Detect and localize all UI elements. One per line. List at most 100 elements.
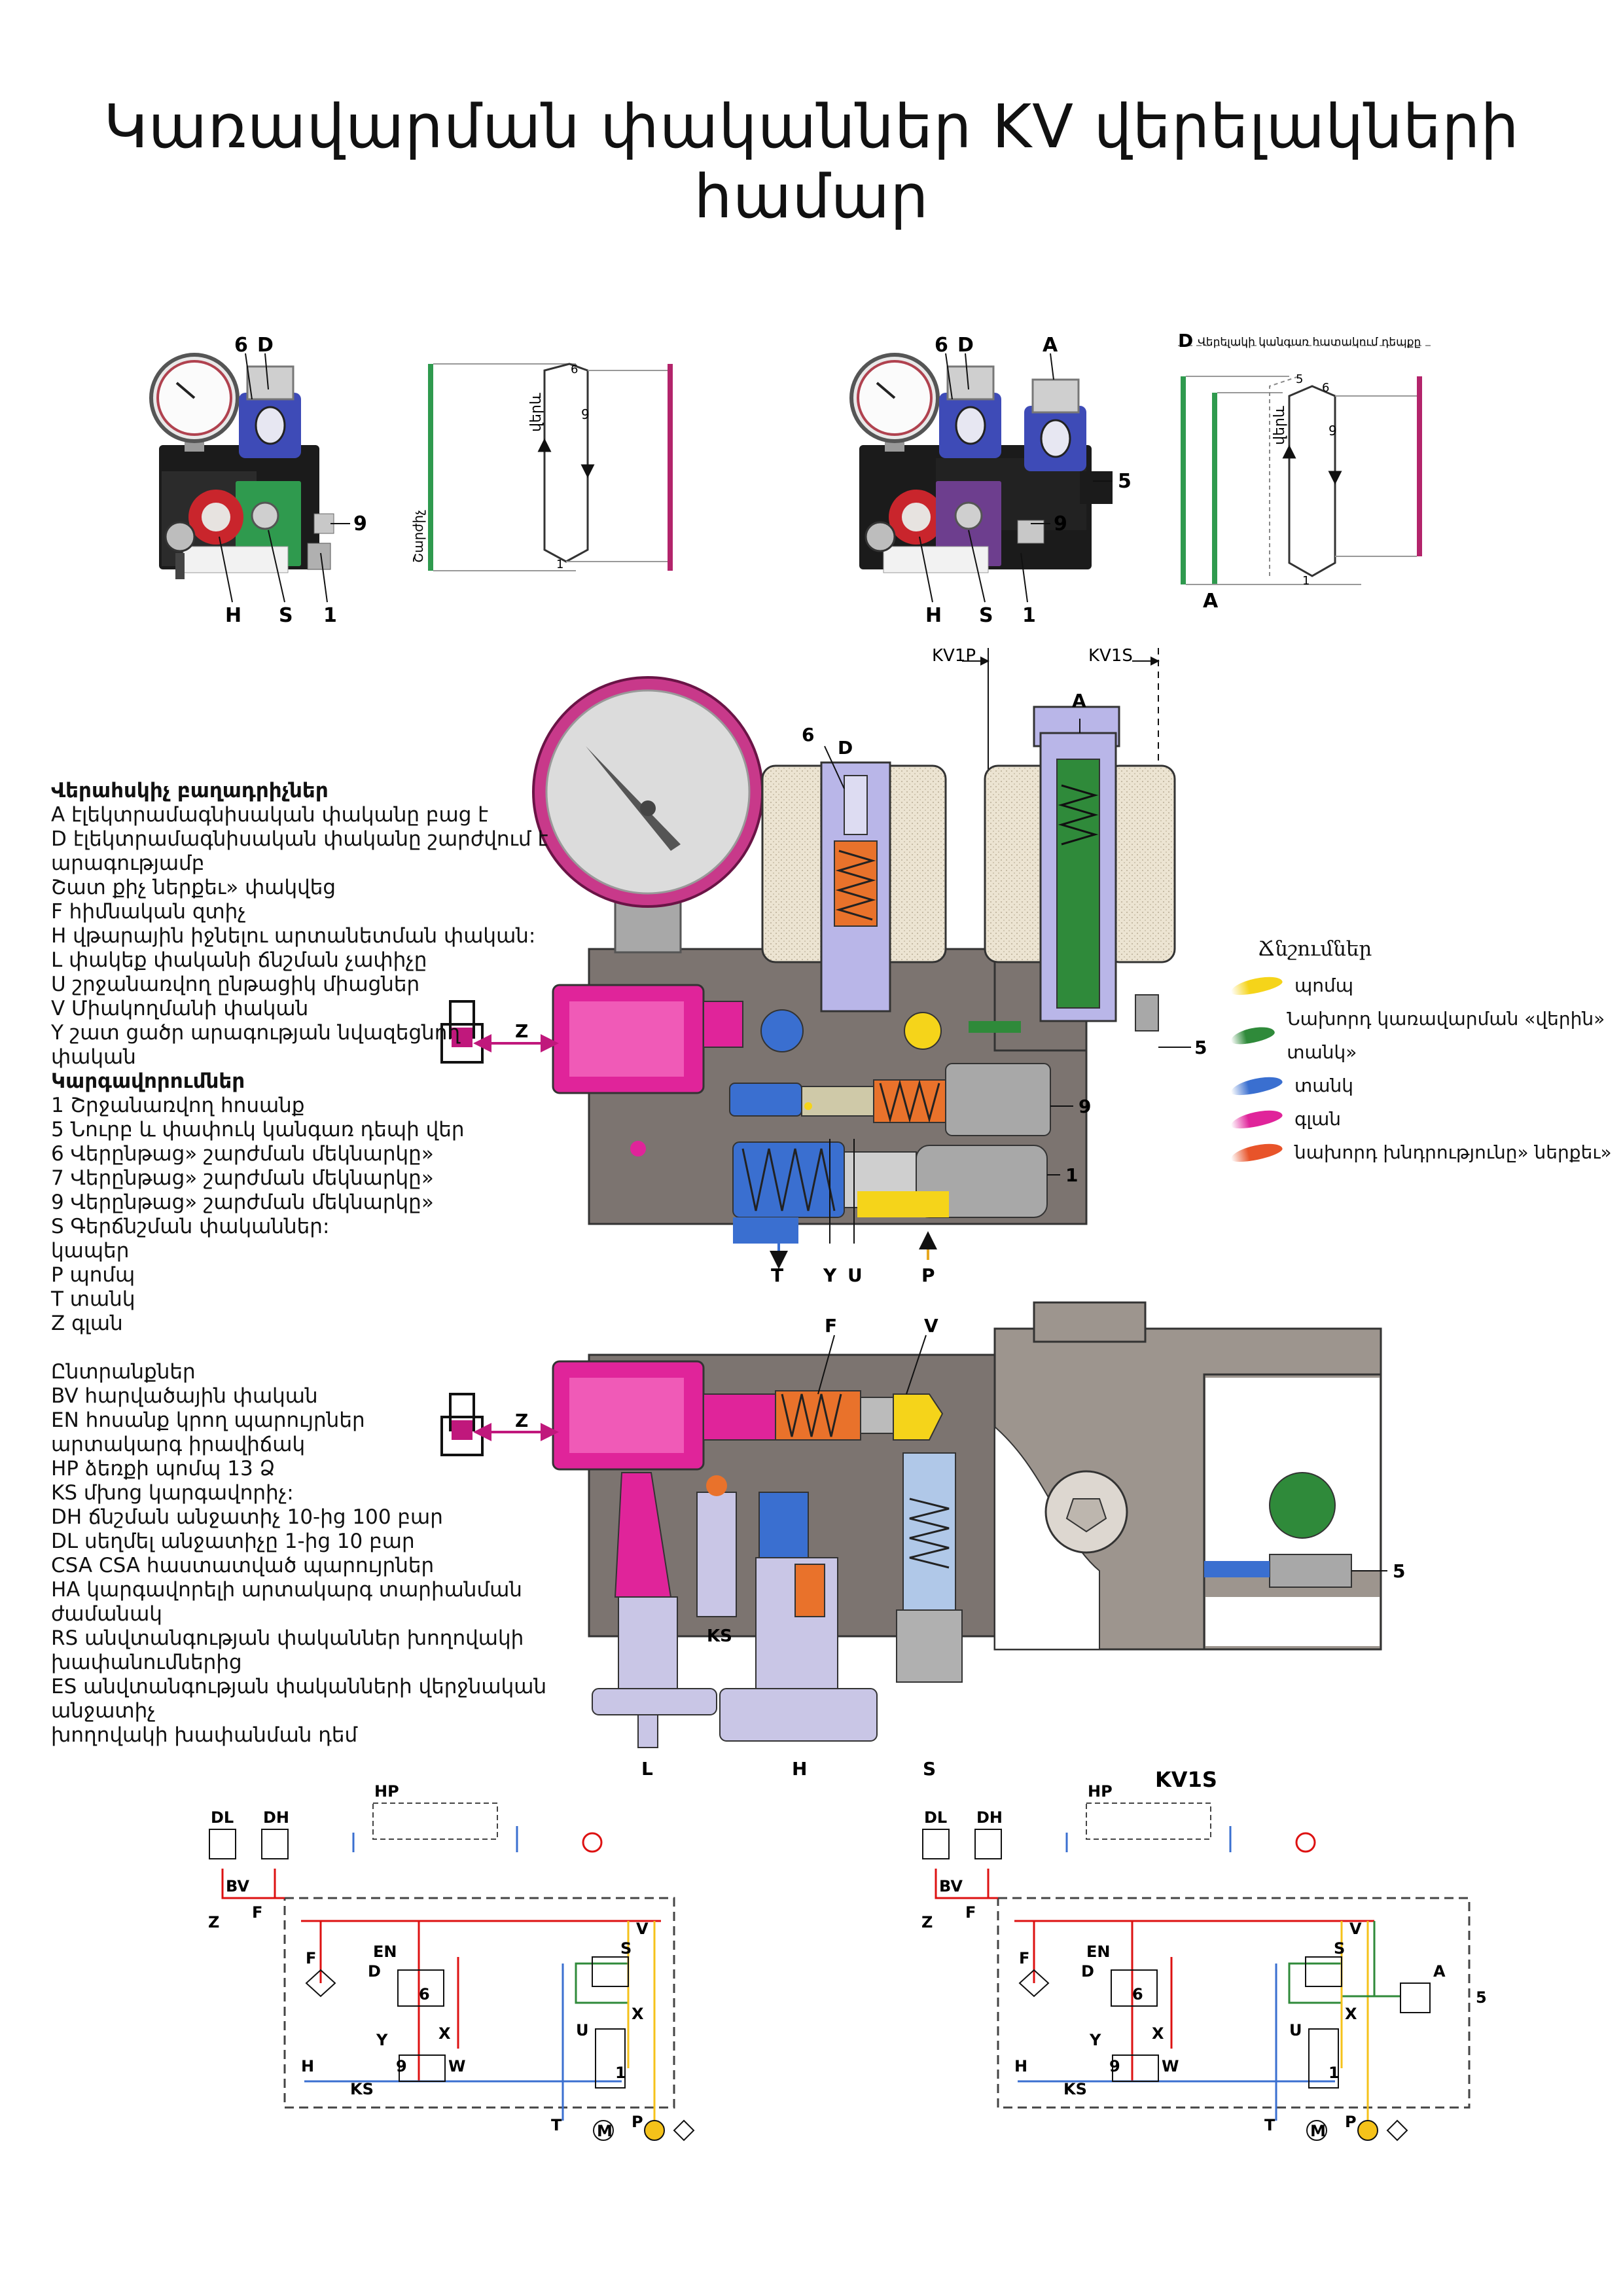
section2-label-5: 5: [1393, 1560, 1405, 1582]
travel-left-mark-9: 9: [581, 406, 590, 422]
color-legend-label: նախորդ խնդրությունը» ներքեւ»: [1294, 1141, 1612, 1163]
schem-right-en: EN: [1086, 1943, 1110, 1961]
schem-left-x2: X: [438, 2024, 451, 2043]
color-swatch: [1229, 1073, 1284, 1098]
legend-line: խողովակի խափանման դեմ: [51, 1723, 358, 1747]
schem-left-d: D: [368, 1962, 381, 1981]
cross-section-upper: [440, 648, 1191, 1269]
legend-line: HA կարգավորելի արտակարգ տարիանման ժամանա…: [51, 1578, 522, 1626]
photo-right-label-1: 1: [1022, 604, 1036, 627]
legend-spacer: [51, 1336, 575, 1360]
legend-line: S Գերճնշման փականներ:: [51, 1215, 330, 1238]
color-legend-item: Նախորդ կառավարման «վերին» տանկ»: [1229, 1002, 1623, 1069]
legend-line: RS անվտանգության փականներ խողովակի: [51, 1626, 524, 1650]
legend-line: Ընտրանքներ: [51, 1360, 196, 1384]
schem-left-ks: KS: [350, 2080, 374, 2098]
schem-right-f2: F: [1019, 1949, 1029, 1967]
color-legend-item: գլան: [1229, 1102, 1623, 1136]
legend-heading: Վերահսկիչ բաղադրիչներ: [51, 779, 329, 802]
travel-left-upward: վերև: [528, 393, 544, 432]
section-label-9: 9: [1079, 1096, 1091, 1117]
page-title: Կառավարման փականներ KV վերելակների համար: [103, 92, 1520, 232]
legend-line: BV հարվածային փական: [51, 1384, 318, 1408]
travel-right-d-caption: Վերելակի կանգառ հատակում դեպքը: [1198, 336, 1421, 349]
schem-left-z: Z: [208, 1913, 219, 1931]
color-legend-label: տանկ: [1294, 1075, 1354, 1096]
section2-label-f: F: [825, 1315, 837, 1336]
section2-label-h: H: [792, 1758, 807, 1780]
schem-right-9: 9: [1109, 2057, 1120, 2075]
legend-line: F հիմնական զտիչ: [51, 900, 246, 924]
section-label-a: A: [1072, 690, 1086, 711]
travel-right-mark-9: 9: [1329, 423, 1337, 439]
legend-line: արագությամբ: [51, 852, 205, 875]
legend-line: KS մխոց կարգավորիչ:: [51, 1481, 294, 1505]
section2-label-ks: KS: [707, 1626, 732, 1646]
schem-left-bv: BV: [226, 1877, 249, 1895]
legend-line: 5 Նուրբ և փափուկ կանգառ դեպի վեր: [51, 1118, 465, 1141]
photo-left-label-h: H: [225, 604, 241, 627]
label-kv1p: KV1P: [932, 646, 976, 666]
schem-left-dl: DL: [211, 1808, 234, 1827]
travel-right-upward: վերև: [1272, 406, 1288, 445]
color-swatch: [1229, 1106, 1284, 1132]
schem-right-heading: KV1S: [1155, 1767, 1217, 1792]
legend-line: 6 Վերընթաց» շարժման մեկնարկը»: [51, 1142, 434, 1166]
travel-right-d-label: D: [1178, 330, 1193, 351]
section2-label-v: V: [924, 1315, 938, 1336]
legend-line: CSA CSA հաստատված պարույրներ: [51, 1554, 435, 1577]
section2-label-z: Z: [515, 1410, 528, 1431]
photo-left-label-d: D: [257, 334, 274, 357]
legend-line: DL սեղմել անջատիչը 1-ից 10 բար: [51, 1530, 415, 1553]
schem-right-h: H: [1014, 2057, 1027, 2075]
travel-right-mark-6: 6: [1322, 381, 1329, 395]
schem-left-y: Y: [376, 2031, 388, 2049]
schem-right-m: M: [1310, 2122, 1326, 2140]
section-label-u: U: [847, 1265, 863, 1286]
photo-left-label-6: 6: [234, 334, 248, 357]
legend-line: DH ճնշման անջատիչ 10-ից 100 բար: [51, 1505, 443, 1529]
schem-left-hp: HP: [374, 1782, 399, 1801]
schem-left-t: T: [551, 2116, 562, 2134]
legend-line: L փակեք փականի ճնշման չափիչը: [51, 948, 427, 972]
cross-section-lower: [440, 1301, 1387, 1748]
legend-line: HP ձեռքի պոմպ 13 Ձ: [51, 1457, 276, 1480]
label-kv1s: KV1S: [1088, 646, 1133, 666]
section-label-y: Y: [823, 1265, 837, 1286]
legend-line: P պոմպ: [51, 1263, 135, 1287]
travel-right-mark-5: 5: [1296, 372, 1303, 386]
color-legend-item: նախորդ խնդրությունը» ներքեւ»: [1229, 1136, 1623, 1169]
photo-right-label-6: 6: [935, 334, 948, 357]
schem-left-m: M: [597, 2122, 613, 2140]
schem-left-f2: F: [306, 1949, 316, 1967]
photo-left-label-s: S: [279, 604, 293, 627]
schem-right-t: T: [1264, 2116, 1275, 2134]
schematic-right-labels: KV1S DL DH HP BV Z F F EN D 6 S V A 5 U …: [921, 1767, 1487, 2140]
color-legend-label: գլան: [1294, 1108, 1342, 1130]
legend-line: EN հոսանք կրող պարույրներ: [51, 1408, 365, 1432]
photo-right-label-9: 9: [1054, 512, 1067, 535]
travel-left-mark-1: 1: [556, 558, 563, 571]
legend-line: խափանումներից: [51, 1651, 242, 1674]
legend-line: 9 Վերընթաց» շարժման մեկնարկը»: [51, 1191, 434, 1214]
hydraulic-schematic-left: [209, 1803, 695, 2142]
valve-photo-right: [849, 353, 1113, 603]
schem-left-x1: X: [632, 2005, 644, 2023]
schem-right-1: 1: [1329, 2064, 1340, 2082]
legend-heading: Կարգավորումներ: [51, 1069, 245, 1093]
schem-left-p: P: [632, 2113, 643, 2131]
travel-right-mark-1: 1: [1302, 574, 1310, 588]
section2-label-l: L: [641, 1758, 653, 1780]
hydraulic-schematic-right: [922, 1803, 1471, 2142]
color-swatch: [1229, 1139, 1284, 1165]
section-label-t: T: [771, 1265, 783, 1286]
section-label-1: 1: [1065, 1164, 1078, 1186]
legend-line: Z գլան: [51, 1312, 123, 1335]
legend-line: արտակարգ իրավիճակ: [51, 1433, 306, 1456]
color-legend-item: տանկ: [1229, 1069, 1623, 1102]
travel-left-axis-label: Շարժիչ: [410, 510, 426, 563]
section-label-6: 6: [802, 724, 814, 745]
